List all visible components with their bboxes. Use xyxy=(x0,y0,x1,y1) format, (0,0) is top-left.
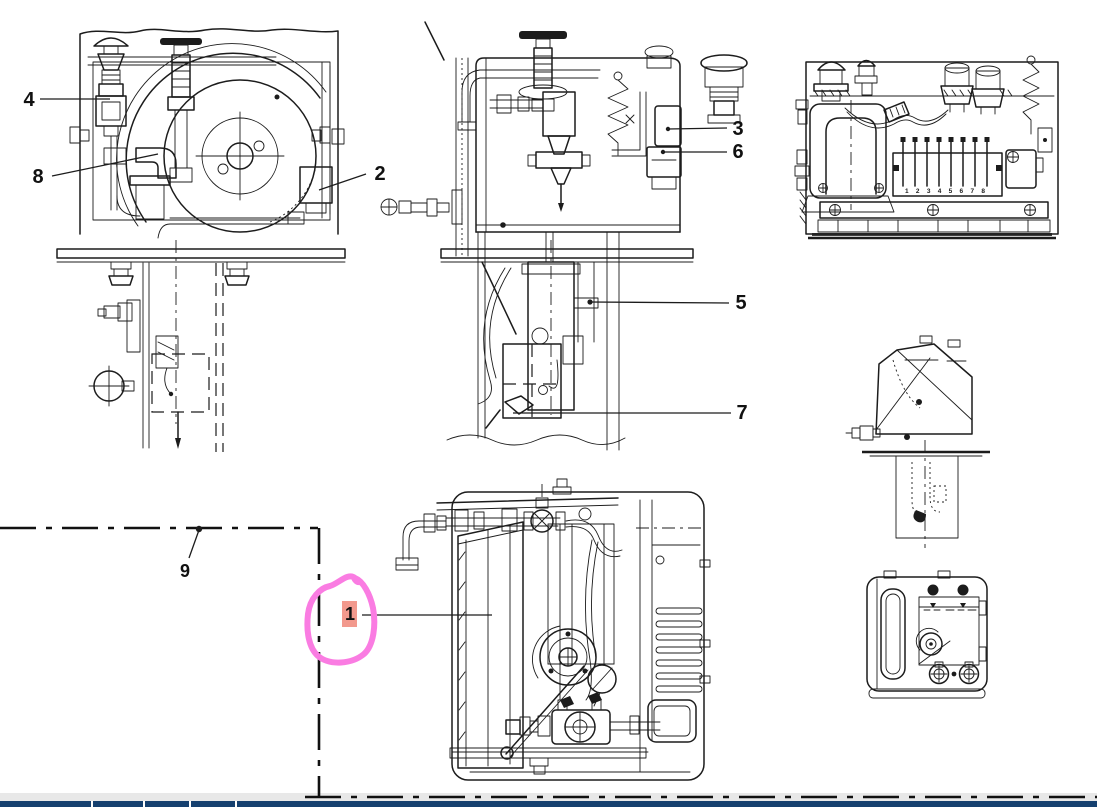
callout-2[interactable]: 2 xyxy=(374,163,386,185)
table-header-col xyxy=(191,801,235,807)
table-header-col xyxy=(0,801,91,807)
callout-1-highlight-box xyxy=(342,601,357,627)
callout-3[interactable]: 3 xyxy=(732,118,744,140)
table-column-divider xyxy=(235,801,237,807)
callout-6[interactable]: 6 xyxy=(732,141,744,163)
heater-front-view-drawing xyxy=(56,28,346,452)
control-box-drawing: 1 2 3 4 5 6 7 8 xyxy=(794,55,1059,240)
table-header-col xyxy=(93,801,143,807)
heater-side-view-drawing xyxy=(380,21,748,451)
callout-4[interactable]: 4 xyxy=(23,89,35,111)
callout-5[interactable]: 5 xyxy=(735,292,747,314)
highlight-annotation xyxy=(304,573,378,666)
table-column-divider xyxy=(91,801,93,807)
table-header-col xyxy=(237,801,1097,807)
control-unit-drawing xyxy=(866,570,988,699)
heater-rear-view-drawing xyxy=(395,478,711,781)
annotation-circle xyxy=(304,573,378,666)
callout-8[interactable]: 8 xyxy=(32,166,44,188)
table-header-col xyxy=(145,801,189,807)
callout-7[interactable]: 7 xyxy=(736,402,748,424)
housing-cover-drawing xyxy=(845,335,990,548)
terminal-numbers: 1 2 3 4 5 6 7 8 xyxy=(905,188,985,195)
parts-table-header-bar xyxy=(0,801,1097,807)
table-column-divider xyxy=(143,801,145,807)
phantom-boundary-lines xyxy=(0,526,1097,799)
table-column-divider xyxy=(189,801,191,807)
callout-9[interactable]: 9 xyxy=(179,561,191,581)
callout-leader-lines xyxy=(40,98,731,616)
callout-1[interactable]: 1 xyxy=(344,604,356,624)
table-top-strip xyxy=(0,793,1097,801)
